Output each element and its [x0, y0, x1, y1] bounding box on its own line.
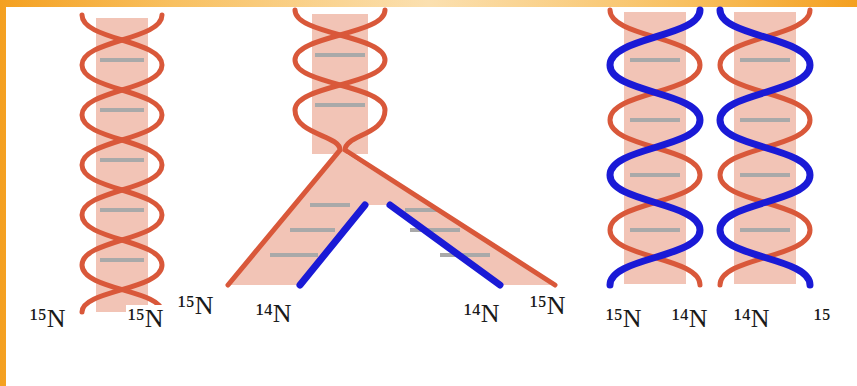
isotope-label: ¹⁵N [126, 305, 166, 333]
isotope-label: ¹⁵N [176, 292, 216, 320]
isotope-label: ¹⁵N [28, 305, 68, 333]
isotope-label: ¹⁴N [670, 305, 710, 333]
isotope-label: ¹⁵N [604, 305, 644, 333]
isotope-label: ¹⁴N [254, 300, 294, 328]
isotope-label: ¹⁴N [462, 300, 502, 328]
isotope-label: ¹⁵N [528, 292, 568, 320]
isotope-label: ¹⁵ [812, 305, 833, 333]
isotope-label: ¹⁴N [732, 305, 772, 333]
